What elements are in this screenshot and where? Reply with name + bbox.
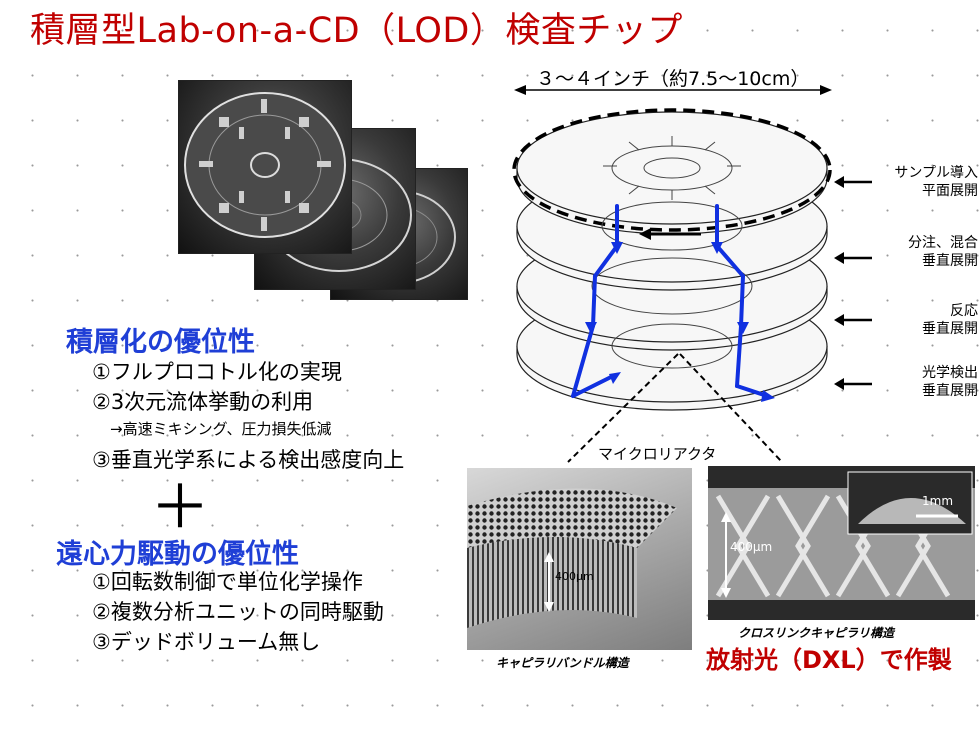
- sem-right-caption: クロスリンクキャピラリ構造: [738, 626, 895, 640]
- sem-left-caption: キャピラリバンドル構造: [496, 656, 629, 670]
- plus-sign: ＋: [150, 473, 210, 543]
- sem-right-scale: 400μm: [730, 540, 773, 554]
- fabrication-note: 放射光（DXL）で作製: [706, 646, 952, 674]
- dimension-annotation: ３～４インチ（約7.5～10cm）: [500, 64, 840, 100]
- stacking-heading: 積層化の優位性: [66, 327, 255, 358]
- sem-right-inset-scale: 1mm: [922, 494, 954, 508]
- sem-image-crosslink-capillary: 400μm 1mm: [708, 466, 975, 620]
- layer-labels: サンプル導入平面展開 分注、混合垂直展開 反応垂直展開 光学検出垂直展開: [832, 158, 980, 418]
- disc-layer-1: [516, 111, 828, 235]
- layer-label-1: サンプル導入平面展開: [894, 165, 978, 199]
- centrifugal-item-3: ③デッドボリューム無し: [92, 630, 321, 654]
- dimension-label: ３～４インチ（約7.5～10cm）: [536, 68, 810, 90]
- microreactor-label: マイクロリアクタ: [598, 445, 717, 463]
- layer-label-4: 光学検出垂直展開: [922, 365, 978, 399]
- page-title: 積層型Lab-on-a-CD（LOD）検査チップ: [30, 11, 683, 51]
- layer-label-2: 分注、混合垂直展開: [908, 235, 978, 269]
- stacking-item-1: ①フルプロコトル化の実現: [92, 360, 342, 384]
- centrifugal-item-1: ①回転数制御で単位化学操作: [92, 570, 363, 594]
- stacking-item-3: ③垂直光学系による検出感度向上: [92, 448, 405, 472]
- disc-photo-group: [178, 80, 468, 300]
- zoom-lines: [567, 353, 783, 463]
- disc-photo-front: [178, 80, 352, 254]
- centrifugal-item-2: ②複数分析ユニットの同時駆動: [92, 600, 384, 624]
- flow-arrows: [571, 204, 769, 398]
- stacking-sub-item: →高速ミキシング、圧力損失低減: [110, 420, 332, 438]
- layer-label-3: 反応垂直展開: [922, 303, 978, 337]
- exploded-disc-diagram: [512, 108, 832, 411]
- disc-pattern: [591, 136, 753, 369]
- sem-image-capillary-bundle: 400μm: [467, 468, 692, 650]
- centrifugal-heading: 遠心力駆動の優位性: [56, 539, 299, 570]
- stacking-item-2: ②3次元流体挙動の利用: [92, 390, 314, 414]
- sem-left-scale: 400μm: [555, 570, 594, 583]
- disc-outline-dashed: [512, 108, 832, 232]
